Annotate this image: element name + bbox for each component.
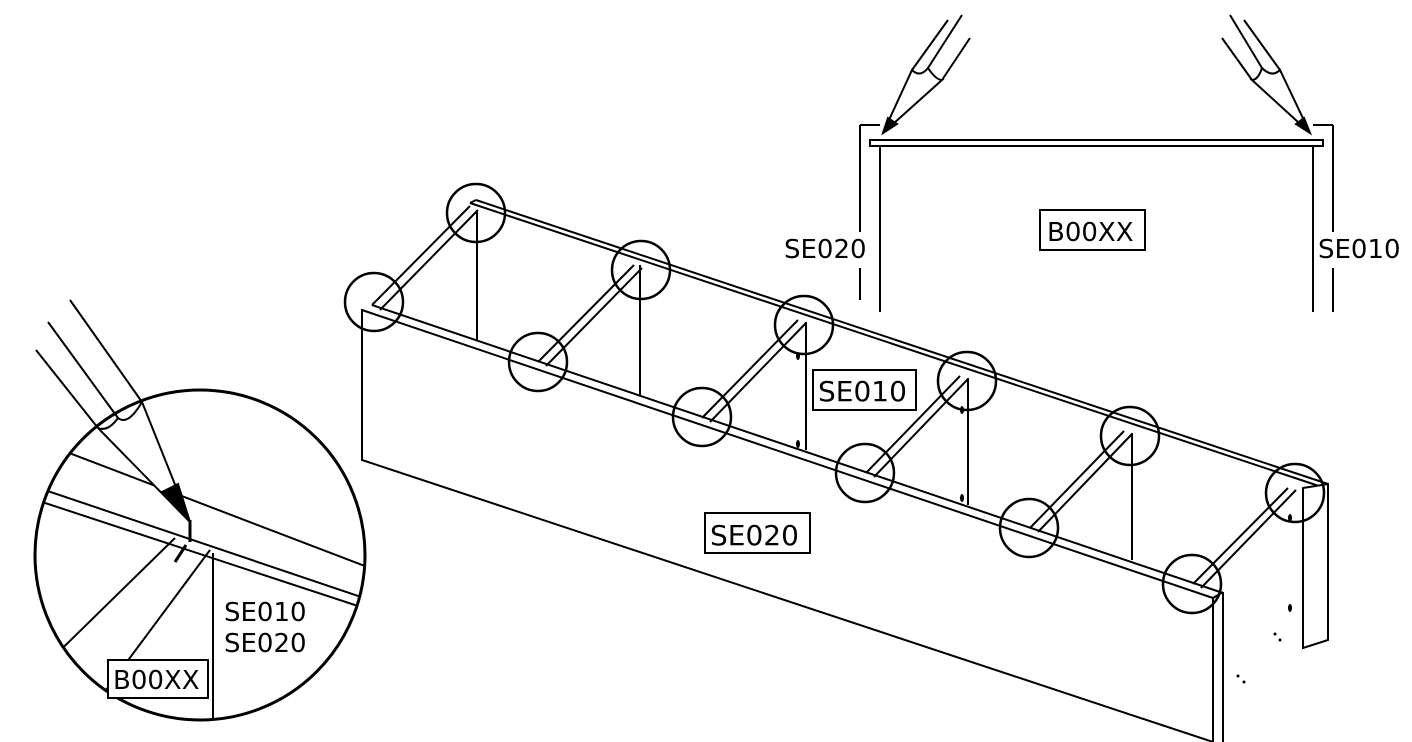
label-main-front-panel: SE020 bbox=[710, 519, 799, 552]
marking-circle bbox=[343, 271, 405, 333]
marking-circle bbox=[998, 497, 1060, 559]
label-detail-panels-line1: SE010 bbox=[224, 598, 307, 628]
label-box-main-side-panel: SE010 bbox=[812, 369, 917, 411]
label-top-shelf: B00XX bbox=[1047, 218, 1134, 248]
label-top-right-panel: SE010 bbox=[1318, 235, 1401, 265]
label-main-side-panel: SE010 bbox=[818, 375, 907, 408]
marking-circles bbox=[343, 182, 1326, 615]
label-top-left-panel: SE020 bbox=[784, 235, 867, 265]
marking-circle bbox=[1161, 553, 1223, 615]
marking-circle bbox=[1264, 462, 1326, 524]
label-box-detail-shelf: B00XX bbox=[107, 659, 209, 699]
marking-circle bbox=[834, 442, 896, 504]
marking-circle bbox=[671, 386, 733, 448]
marking-circle bbox=[507, 331, 569, 393]
marking-circle bbox=[773, 294, 835, 356]
cabinet bbox=[361, 199, 1329, 742]
section-view bbox=[859, 124, 1334, 312]
pencil-icon bbox=[881, 14, 971, 136]
pencil-icon bbox=[35, 299, 191, 523]
marking-circle bbox=[445, 182, 507, 244]
pencil-icon bbox=[1221, 14, 1313, 136]
label-box-top-shelf: B00XX bbox=[1039, 209, 1146, 251]
marking-circle bbox=[936, 350, 998, 412]
label-detail-shelf: B00XX bbox=[113, 666, 200, 696]
label-box-main-front-panel: SE020 bbox=[704, 512, 811, 554]
marking-circle bbox=[1099, 405, 1161, 467]
label-detail-panels-line2: SE020 bbox=[224, 629, 307, 659]
marking-circle bbox=[610, 239, 672, 301]
